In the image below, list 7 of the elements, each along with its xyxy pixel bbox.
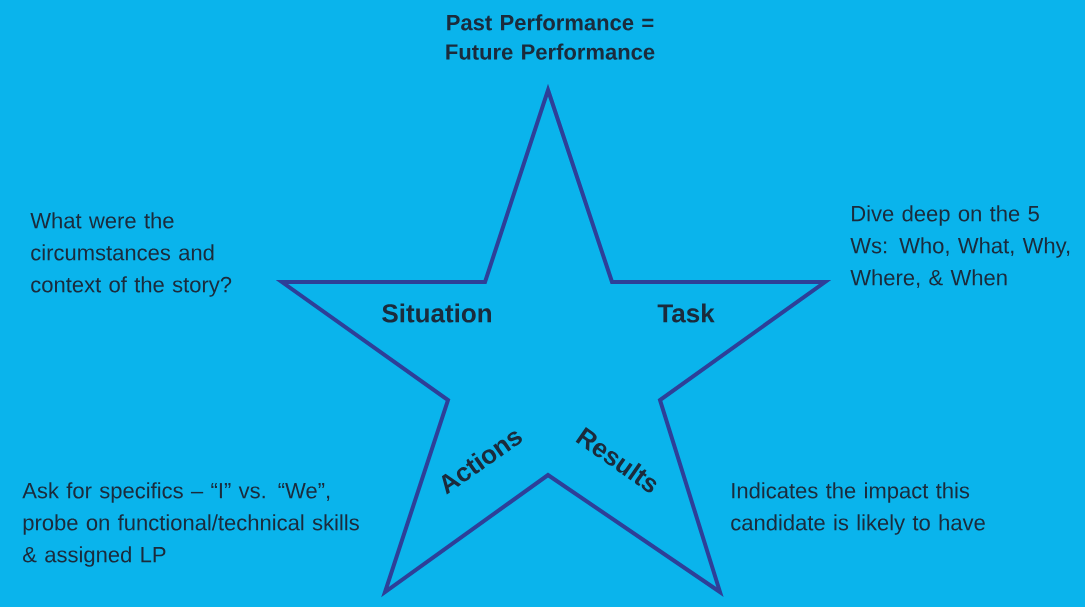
note-text: Ask for specifics – “I” vs. “We”, probe on functional/technical skills & assigned LP: [22, 482, 359, 567]
star-label: Situation: [382, 303, 491, 323]
note-text: What were the circumstances and context of the story?: [30, 212, 232, 297]
star-label: Task: [657, 303, 715, 323]
title: Past Performance = Future Performance: [446, 14, 655, 60]
note-text: Indicates the impact this candidate is likely to have: [731, 482, 985, 535]
note-text: Dive deep on the 5 Ws: Who, What, Why, Where, & When: [850, 205, 1070, 289]
